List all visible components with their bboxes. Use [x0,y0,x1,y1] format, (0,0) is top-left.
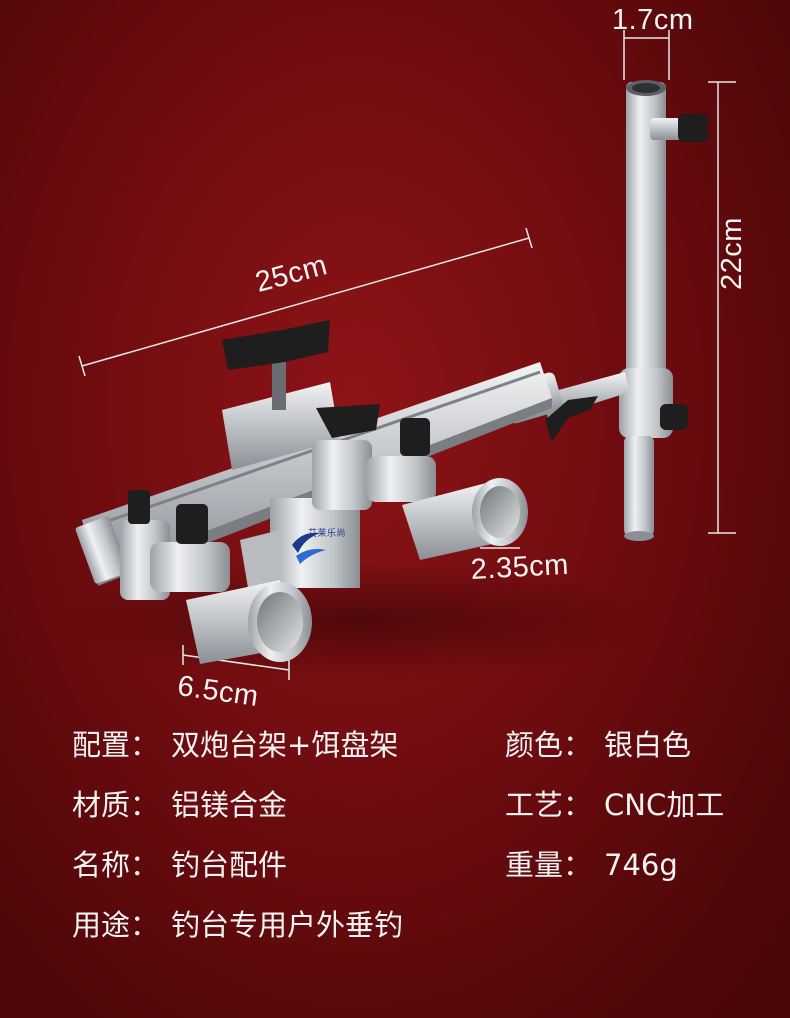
rod-holder-left [120,490,312,664]
knob-icon [660,114,708,430]
wing-nut-icon [316,404,380,438]
spec-label: 工艺： [505,788,593,822]
knob-icon [400,418,430,456]
spec-label: 名称： [72,848,160,882]
spec-weight: 重量： 746g [505,842,678,884]
spec-value: 钓台专用户外垂钓 [171,908,404,942]
spec-value: CNC加工 [604,788,725,822]
brand-logo [292,532,326,564]
wing-nut-icon [545,396,598,442]
spec-value: 钓台配件 [171,848,288,882]
dimension-height: 22cm [716,217,748,290]
dimension-small-tube: 2.35cm [470,548,570,586]
spec-value: 746g [604,848,678,882]
rod-holder-right [312,404,528,560]
spec-value: 双炮台架+饵盘架 [171,728,399,762]
knob-icon [128,490,150,524]
spec-config: 配置： 双炮台架+饵盘架 [72,722,398,764]
knob-icon [176,504,208,544]
dimension-top-width: 1.7cm [612,4,694,36]
spec-label: 重量： [505,848,593,882]
dimension-lines [78,30,736,680]
spec-craft: 工艺： CNC加工 [505,782,724,824]
fishing-rack-illustration [60,30,736,680]
spec-material: 材质： 铝镁合金 [72,782,287,824]
spec-label: 用途： [72,908,160,942]
spec-value: 铝镁合金 [171,788,288,822]
product-photo: 1.7cm 25cm 22cm 2.35cm 6.5cm 艾莱乐尚 [60,4,748,713]
spec-label: 配置： [72,728,160,762]
t-handle-icon [222,320,330,370]
spec-color: 颜色： 银白色 [505,722,691,764]
clamp-block [222,320,360,588]
spec-label: 材质： [72,788,160,822]
vertical-pole [619,80,682,541]
logo-text: 艾莱乐尚 [308,528,347,538]
spec-value: 银白色 [604,728,692,762]
spec-list: 配置：双炮台架+饵盘架 材质：铝镁合金 名称：钓台配件 用途：钓台专用户外垂钓 … [0,700,790,1018]
spec-name: 名称： 钓台配件 [72,842,287,884]
spec-label: 颜色： [505,728,593,762]
spec-usage: 用途： 钓台专用户外垂钓 [72,902,403,944]
